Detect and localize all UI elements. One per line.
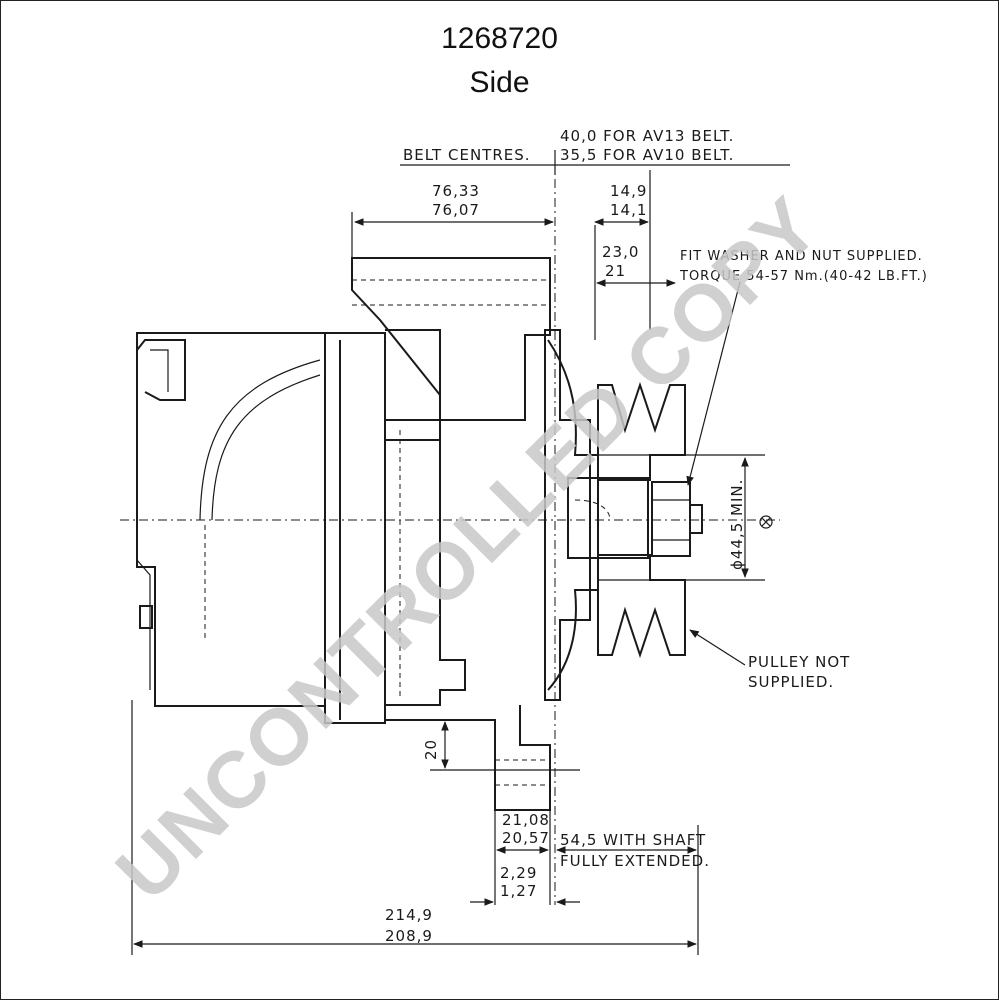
label-supplied: SUPPLIED.: [748, 673, 834, 691]
label-shaft-54-5: 54,5 WITH SHAFT: [560, 831, 706, 849]
label-214-9: 214,9: [385, 906, 433, 924]
label-belt-40: 40,0 FOR AV13 BELT.: [560, 127, 734, 145]
label-76-33: 76,33: [432, 182, 480, 200]
label-dia-44-5: ϕ44,5 MIN.: [728, 479, 746, 570]
dim-14-9: [594, 170, 651, 330]
label-20: 20: [422, 739, 440, 760]
pulley-leader: [689, 629, 746, 666]
label-20-57: 20,57: [502, 829, 550, 847]
belt-centres-dimension: [400, 150, 790, 175]
dim-20: [400, 719, 580, 771]
label-1-27: 1,27: [500, 882, 537, 900]
label-belt-centres: BELT CENTRES.: [403, 146, 531, 164]
shaft-washer-nut: [567, 477, 703, 559]
label-fully-extended: FULLY EXTENDED.: [560, 852, 710, 870]
label-23-0: 23,0: [602, 243, 639, 261]
part-number-title: 1268720: [441, 22, 558, 55]
label-pulley-not: PULLEY NOT: [748, 653, 850, 671]
dim-bottom-group: [131, 700, 699, 955]
label-208-9: 208,9: [385, 927, 433, 945]
fit-washer-leader: [686, 281, 741, 486]
label-2-29: 2,29: [500, 864, 537, 882]
stator-frame: [324, 329, 466, 724]
label-torque: TORQUE 54-57 Nm.(40-42 LB.FT.): [679, 269, 928, 284]
label-21: 21: [605, 262, 626, 280]
label-76-07: 76,07: [432, 201, 480, 219]
dim-23-0: [594, 225, 676, 340]
label-14-1: 14,1: [610, 201, 647, 219]
label-belt-35: 35,5 FOR AV10 BELT.: [560, 146, 734, 164]
rear-housing: [136, 332, 326, 707]
label-14-9: 14,9: [610, 182, 647, 200]
view-title: Side: [469, 66, 530, 99]
dim-dia-44-5: [650, 454, 773, 581]
mounting-lug-bottom: [384, 705, 551, 811]
label-fit-washer: FIT WASHER AND NUT SUPPLIED.: [680, 249, 923, 264]
dim-76-33: [351, 212, 554, 260]
pulley: [597, 381, 686, 659]
uncontrolled-copy-watermark: UNCONTROLLED COPY: [99, 180, 837, 918]
mounting-lug-top: [351, 257, 551, 421]
label-21-08: 21,08: [502, 811, 550, 829]
